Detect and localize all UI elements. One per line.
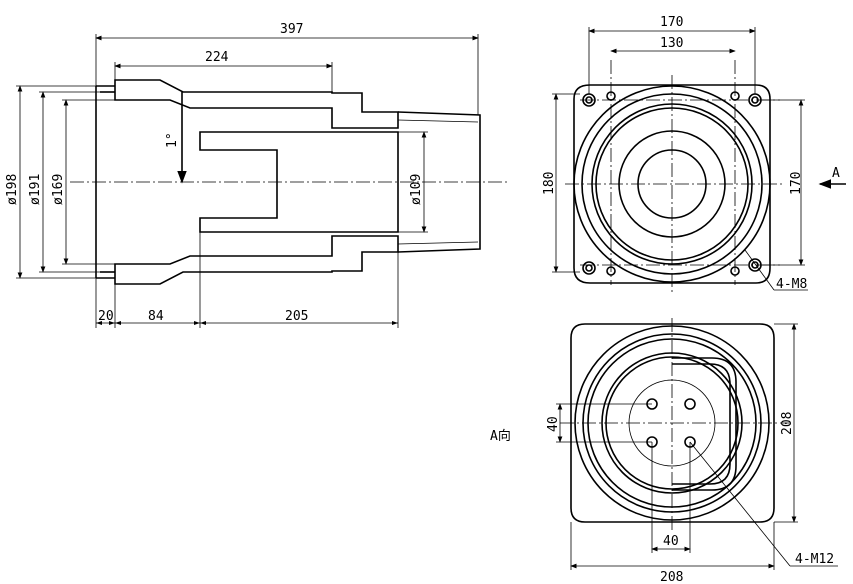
- dim-205: 205: [285, 309, 308, 324]
- dim-40-horizontal: 40: [663, 534, 679, 549]
- view-arrow-label: A: [832, 166, 840, 181]
- dim-208-width: 208: [660, 570, 683, 584]
- dim-4-m8: 4-M8: [776, 277, 807, 292]
- inner-hub: [199, 131, 399, 233]
- housing-wall-bottom: [114, 235, 399, 285]
- dim-d198: ø198: [5, 174, 20, 205]
- front-view: 170 130 180 170 A 4-M8: [542, 15, 846, 292]
- dim-taper: 1°: [165, 132, 180, 148]
- dim-397: 397: [280, 22, 303, 37]
- view-a-label: A向: [490, 428, 511, 444]
- dim-40-vertical: 40: [546, 416, 561, 432]
- dim-d191: ø191: [28, 174, 43, 205]
- dim-130: 130: [660, 36, 683, 51]
- dim-d109: ø109: [409, 174, 424, 205]
- dim-208-height: 208: [780, 412, 795, 435]
- housing-wall-top: [114, 79, 399, 129]
- dim-d169: ø169: [51, 174, 66, 205]
- bottom-flange: [570, 323, 775, 523]
- dim-84: 84: [148, 309, 164, 324]
- bottom-view: A向 40 40 208 208 4-M12: [490, 318, 838, 584]
- dim-180: 180: [542, 172, 557, 195]
- dim-170-side: 170: [789, 172, 804, 195]
- dim-20: 20: [98, 309, 114, 324]
- dim-170-top: 170: [660, 15, 683, 30]
- dim-4-m12: 4-M12: [795, 552, 834, 567]
- side-section-view: 397 224 1° ø198 ø191 ø169 ø109 20 84 205: [5, 22, 510, 328]
- dim-224: 224: [205, 50, 229, 65]
